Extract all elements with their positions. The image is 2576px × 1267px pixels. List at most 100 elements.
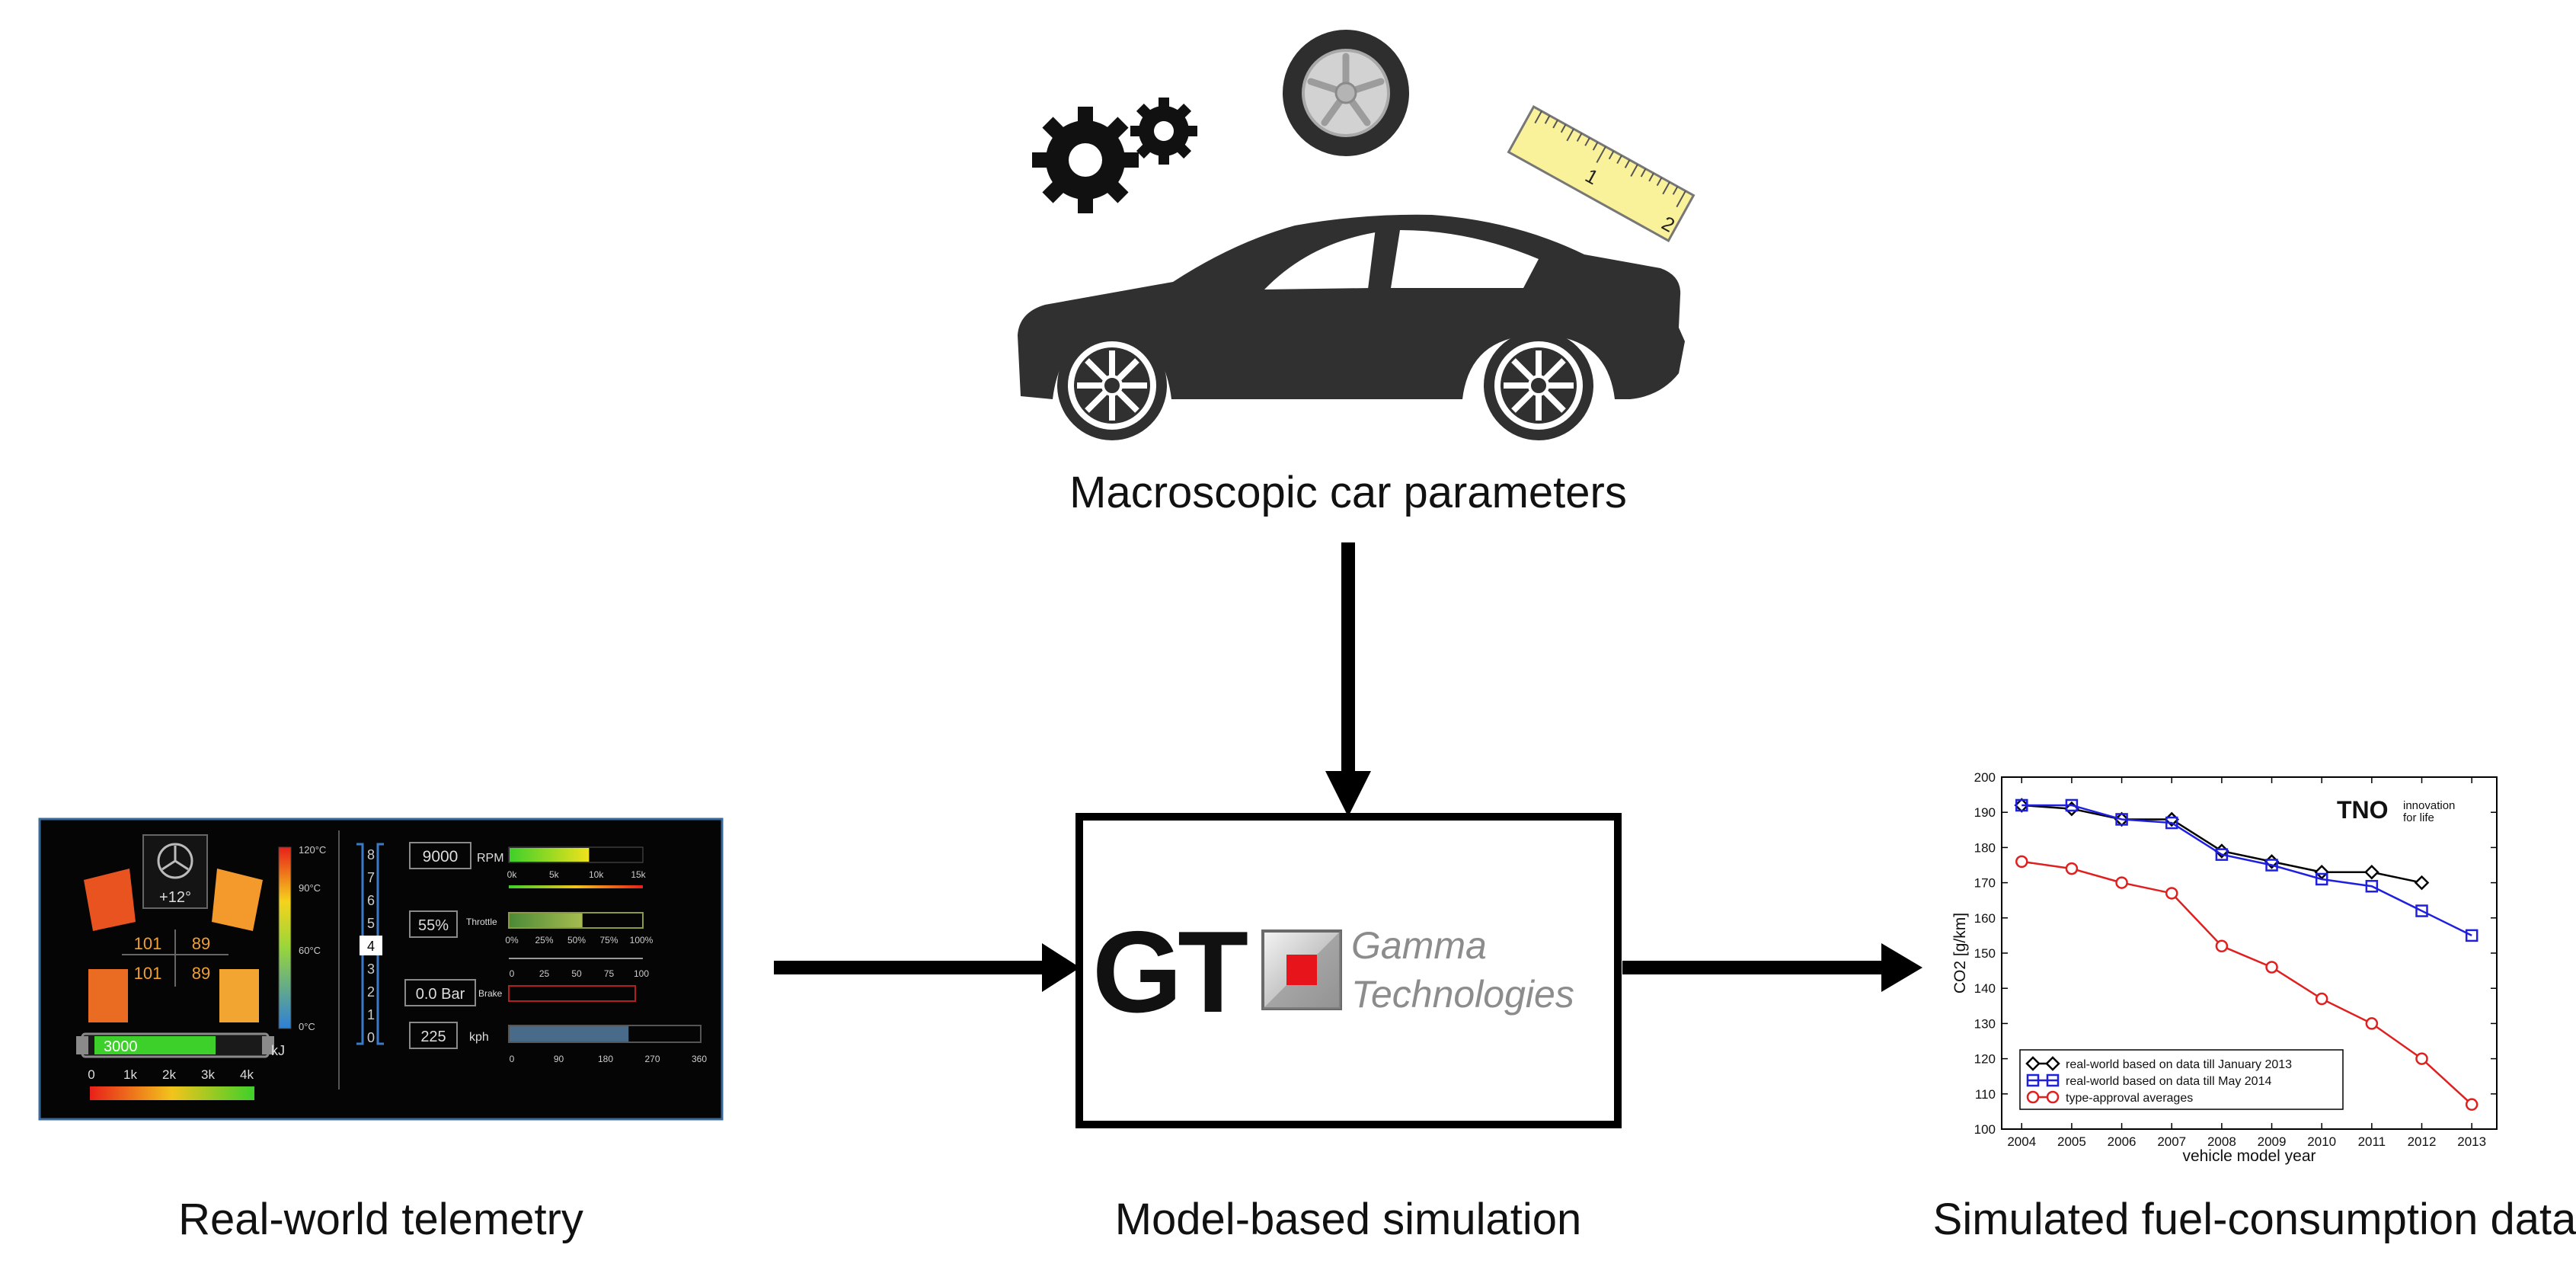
energy-unit: kJ — [271, 1043, 285, 1058]
series-2-point — [2465, 929, 2479, 942]
speed-label: kph — [469, 1031, 489, 1044]
throttle-tick-label-lower: 50 — [571, 968, 582, 979]
series-2-point — [2365, 879, 2379, 893]
gt-letters: GT — [1092, 907, 1248, 1037]
y-tick-label: 140 — [1974, 981, 1996, 996]
speed-tick-label: 180 — [598, 1054, 613, 1064]
series-2-point — [2065, 798, 2079, 812]
arrow-down — [1325, 542, 1371, 817]
series-2-point — [2415, 904, 2428, 917]
gt-square-icon — [1261, 929, 1342, 1010]
rpm-box — [409, 842, 471, 869]
brake-value: 0.0 Bar — [416, 986, 465, 1003]
gear-number: 8 — [367, 847, 375, 862]
series-3-point — [2265, 961, 2278, 974]
tire-temp-rr — [219, 969, 259, 1022]
car-icon — [1018, 214, 1685, 440]
gear-number: 0 — [367, 1030, 375, 1045]
series-3-point — [2165, 887, 2178, 900]
gear-number: 5 — [367, 916, 375, 931]
y-tick-label: 130 — [1974, 1016, 1996, 1031]
x-tick-label: 2005 — [2057, 1134, 2086, 1149]
arrows — [774, 542, 1922, 992]
rpm-tick-label: 0k — [507, 869, 518, 880]
y-tick-label: 180 — [1974, 840, 1996, 855]
x-tick-label: 2011 — [2358, 1134, 2386, 1149]
gear-number: 2 — [367, 984, 375, 1000]
gear-number: 6 — [367, 893, 375, 908]
throttle-tick-label: 75% — [599, 935, 618, 945]
throttle-tick-label: 100% — [630, 935, 654, 945]
series-line-3 — [2021, 860, 2473, 1105]
active-gear-highlight — [360, 936, 382, 955]
throttle-box — [409, 910, 458, 938]
gear-number: 3 — [367, 961, 375, 977]
tire-temp-fl — [84, 869, 136, 931]
series-3-point — [2465, 1098, 2479, 1111]
simulation-box: GT Gamma Technologies — [1075, 813, 1622, 1128]
energy-tick-label: 1k — [123, 1067, 137, 1082]
num-bottom-right: 89 — [192, 964, 210, 983]
star-logo-icon — [157, 843, 193, 879]
y-tick-label: 160 — [1974, 911, 1996, 926]
x-tick-label: 2009 — [2258, 1134, 2287, 1149]
x-tick-label: 2012 — [2408, 1134, 2437, 1149]
series-2-point — [2315, 872, 2328, 886]
num-bottom-left: 101 — [134, 964, 162, 983]
caption-left: Real-world telemetry — [178, 1195, 583, 1244]
throttle-tick-label-lower: 0 — [510, 968, 515, 979]
x-tick-label: 2007 — [2157, 1134, 2186, 1149]
throttle-tick-label-lower: 75 — [604, 968, 615, 979]
arrow-left-to-center — [774, 943, 1080, 992]
caption-top: Macroscopic car parameters — [1069, 468, 1627, 517]
energy-value: 3000 — [104, 1038, 138, 1055]
series-3-point — [2065, 862, 2079, 875]
energy-tick-label: 2k — [162, 1067, 176, 1082]
throttle-tick-label: 50% — [567, 935, 586, 945]
badge-text: +12° — [159, 889, 191, 906]
arrow-center-to-right — [1622, 943, 1922, 992]
y-tick-label: 170 — [1974, 876, 1996, 891]
y-tick-label: 190 — [1974, 805, 1996, 820]
legend-entry: type-approval averages — [2066, 1092, 2193, 1105]
series-3-point — [2315, 992, 2328, 1006]
front-wheel — [1057, 331, 1167, 440]
throttle-tick-label: 0% — [505, 935, 519, 945]
energy-tick-label: 0 — [88, 1067, 94, 1082]
speed-box — [409, 1022, 458, 1049]
brake-label: Brake — [478, 988, 503, 999]
gear-number: 7 — [367, 870, 375, 885]
y-tick-label: 200 — [1974, 770, 1996, 785]
series-2-point — [2215, 848, 2229, 861]
tno-logo-text: TNO — [2337, 796, 2389, 824]
speed-tick-label: 270 — [644, 1054, 660, 1064]
series-2-point — [2265, 859, 2278, 872]
rpm-tick-label: 15k — [631, 869, 646, 880]
ruler-icon: 1 2 — [1507, 105, 1695, 242]
legend-entry: real-world based on data till May 2014 — [2066, 1075, 2271, 1088]
rpm-label: RPM — [477, 852, 504, 865]
legend-box — [2019, 1049, 2344, 1110]
rpm-tick-label: 10k — [589, 869, 604, 880]
legend-entry: real-world based on data till January 20… — [2066, 1058, 2292, 1071]
temp-scale-bar — [278, 846, 292, 1029]
series-2-point — [2165, 816, 2178, 830]
gt-logo: GT Gamma Technologies — [1092, 907, 1574, 1037]
speed-tick-label: 360 — [692, 1054, 707, 1064]
series-2-point — [2015, 798, 2028, 812]
brake-box — [404, 979, 476, 1006]
speed-tick-label: 90 — [554, 1054, 564, 1064]
series-3-point — [2365, 1017, 2379, 1030]
gt-line1: Gamma — [1351, 924, 1487, 967]
gt-line2: Technologies — [1351, 973, 1574, 1016]
y-tick-label: 110 — [1975, 1087, 1996, 1102]
x-axis-label: vehicle model year — [2182, 1147, 2316, 1165]
tno-logo: TNO innovation for life — [2337, 796, 2455, 824]
series-line-2 — [2021, 804, 2472, 937]
series-2-point — [2115, 813, 2128, 826]
legend-swatch-marker — [2046, 1090, 2060, 1104]
